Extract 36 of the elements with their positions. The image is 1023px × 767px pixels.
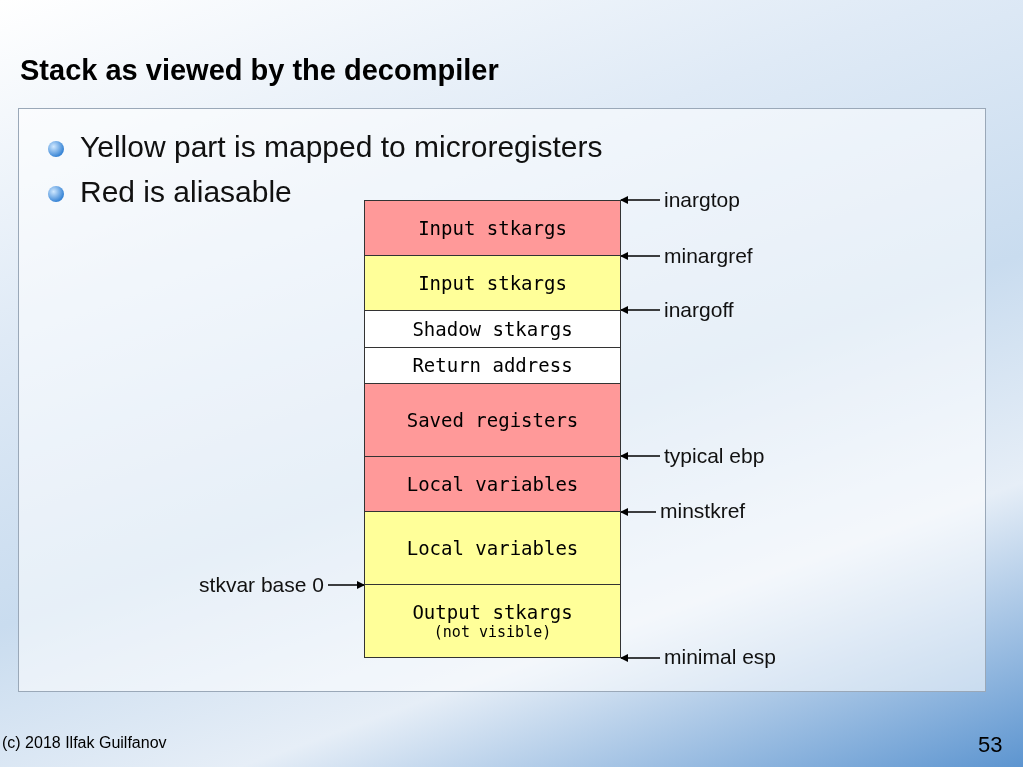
- arrow: [620, 508, 657, 516]
- bullet-text: Yellow part is mapped to microregisters: [80, 130, 603, 164]
- page-number: 53: [978, 732, 1003, 758]
- segment-label: Return address: [412, 354, 573, 377]
- pointer-label: typical ebp: [660, 444, 780, 468]
- segment-label: Input stkargs: [418, 271, 567, 295]
- pointer-label: minstkref: [656, 499, 766, 523]
- arrow: [327, 581, 365, 589]
- segment-label: Local variables: [406, 472, 579, 496]
- stack-segment: [364, 310, 621, 348]
- pointer-label: inargtop: [660, 188, 750, 212]
- arrow: [620, 306, 661, 314]
- stack-segment: [364, 383, 621, 457]
- bullet-text: Red is aliasable: [80, 175, 292, 209]
- arrow: [620, 452, 661, 460]
- segment-label: Saved registers: [406, 408, 579, 432]
- segment-label: Output stkargs: [412, 600, 573, 624]
- segment-label: Input stkargs: [418, 216, 567, 240]
- segment-label: Local variables: [406, 536, 579, 560]
- pointer-label: stkvar base 0: [176, 573, 328, 597]
- copyright-note: (c) 2018 Ilfak Guilfanov: [2, 734, 167, 752]
- stack-segment: [364, 511, 621, 585]
- segment-note: (not visible): [433, 623, 552, 642]
- segment-label: Shadow stkargs: [412, 317, 573, 341]
- stack-segment: [364, 200, 621, 256]
- slide-title: Stack as viewed by the decompiler: [20, 54, 499, 87]
- stack-segment: [364, 584, 621, 658]
- stack-segment: [364, 347, 621, 384]
- arrow: [620, 654, 661, 662]
- pointer-label: inargoff: [660, 298, 750, 322]
- stack-segment: [364, 255, 621, 311]
- pointer-label: minimal esp: [660, 645, 790, 669]
- stack-segment: [364, 456, 621, 512]
- arrow: [620, 252, 661, 260]
- pointer-label: minargref: [660, 244, 770, 268]
- arrow: [620, 196, 661, 204]
